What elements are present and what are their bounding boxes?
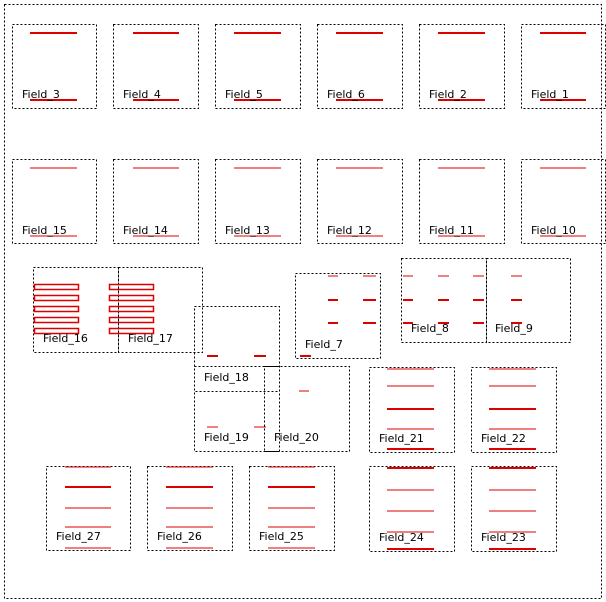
field-9-box [486, 258, 571, 343]
field-2-box [419, 24, 505, 109]
field-23: Field_23 [471, 466, 557, 552]
field-16-bar [33, 316, 80, 324]
field-16: Field_16 [33, 267, 119, 353]
field-15: Field_15 [12, 159, 97, 244]
field-17-bar [108, 316, 155, 324]
field-10: Field_10 [521, 159, 606, 244]
field-4-box [113, 24, 199, 109]
field-18-box [194, 306, 280, 392]
field-23-label: Field_23 [481, 531, 526, 544]
field-11-label: Field_11 [429, 224, 474, 237]
field-23-box [471, 466, 557, 552]
field-20-box [264, 366, 350, 452]
field-17-bar [108, 294, 155, 302]
field-21-label: Field_21 [379, 432, 424, 445]
field-24-label: Field_24 [379, 531, 424, 544]
field-22-label: Field_22 [481, 432, 526, 445]
field-13-box [215, 159, 301, 244]
field-22-box [471, 367, 557, 453]
field-17-box [118, 267, 203, 353]
field-1: Field_1 [521, 24, 606, 109]
field-17-bar [108, 305, 155, 313]
field-25-box [249, 466, 335, 551]
field-19-label: Field_19 [204, 431, 249, 444]
field-12-label: Field_12 [327, 224, 372, 237]
field-21: Field_21 [369, 367, 455, 453]
field-17-label: Field_17 [128, 332, 173, 345]
field-16-bar [33, 294, 80, 302]
field-25-label: Field_25 [259, 530, 304, 543]
field-5-box [215, 24, 301, 109]
field-5-label: Field_5 [225, 88, 263, 101]
field-2: Field_2 [419, 24, 505, 109]
field-26-label: Field_26 [157, 530, 202, 543]
field-17-bar [108, 327, 155, 335]
field-12: Field_12 [317, 159, 403, 244]
field-6-box [317, 24, 403, 109]
field-19: Field_19 [194, 366, 280, 452]
field-6-label: Field_6 [327, 88, 365, 101]
field-16-box [33, 267, 119, 353]
field-15-label: Field_15 [22, 224, 67, 237]
field-8-label: Field_8 [411, 322, 449, 335]
field-11: Field_11 [419, 159, 505, 244]
field-10-label: Field_10 [531, 224, 576, 237]
field-1-label: Field_1 [531, 88, 569, 101]
field-7-box [295, 273, 381, 359]
field-24-box [369, 466, 455, 552]
field-4-label: Field_4 [123, 88, 161, 101]
field-22: Field_22 [471, 367, 557, 453]
field-6: Field_6 [317, 24, 403, 109]
field-13-label: Field_13 [225, 224, 270, 237]
field-2-label: Field_2 [429, 88, 467, 101]
field-16-bar [33, 305, 80, 313]
field-25: Field_25 [249, 466, 335, 551]
field-27: Field_27 [46, 466, 131, 551]
field-5: Field_5 [215, 24, 301, 109]
field-11-box [419, 159, 505, 244]
field-17: Field_17 [108, 267, 203, 353]
field-24: Field_24 [369, 466, 455, 552]
field-16-bar [33, 327, 80, 335]
field-13: Field_13 [215, 159, 301, 244]
field-3: Field_3 [12, 24, 97, 109]
outer-frame [4, 4, 602, 599]
field-4: Field_4 [113, 24, 199, 109]
field-27-label: Field_27 [56, 530, 101, 543]
field-20-label: Field_20 [274, 431, 319, 444]
field-9: Field_9 [486, 258, 571, 343]
field-20: Field_20 [264, 366, 350, 452]
field-17-bar [108, 283, 155, 291]
field-12-box [317, 159, 403, 244]
field-14: Field_14 [113, 159, 199, 244]
field-8-box [401, 258, 487, 343]
field-26-box [147, 466, 233, 551]
field-26: Field_26 [147, 466, 233, 551]
field-3-label: Field_3 [22, 88, 60, 101]
field-18: Field_18 [194, 306, 280, 392]
field-7: Field_7 [295, 273, 381, 359]
field-19-box [194, 366, 280, 452]
field-8: Field_8 [401, 258, 487, 343]
field-16-bar [33, 283, 80, 291]
field-21-box [369, 367, 455, 453]
field-15-box [12, 159, 97, 244]
field-14-box [113, 159, 199, 244]
field-7-label: Field_7 [305, 338, 343, 351]
field-16-label: Field_16 [43, 332, 88, 345]
field-18-label: Field_18 [204, 371, 249, 384]
field-9-label: Field_9 [495, 322, 533, 335]
field-3-box [12, 24, 97, 109]
field-14-label: Field_14 [123, 224, 168, 237]
